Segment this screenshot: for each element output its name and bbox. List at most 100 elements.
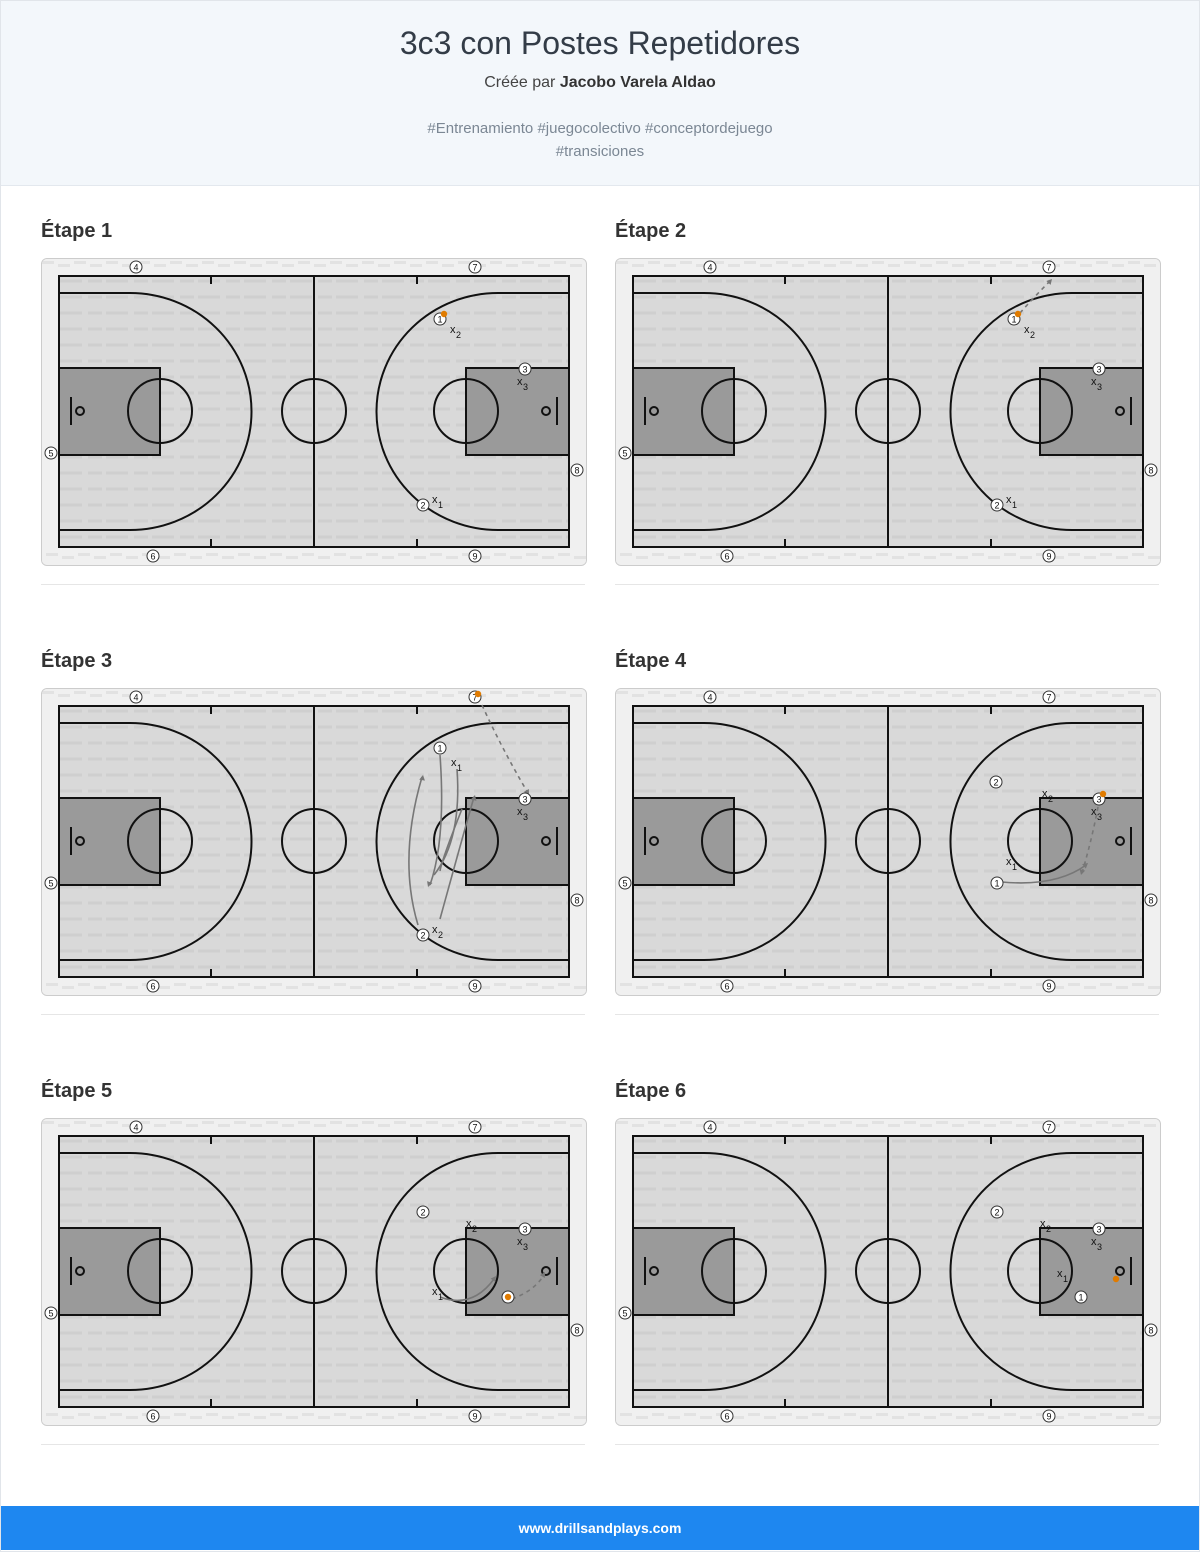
right-key xyxy=(465,1227,570,1316)
center-circle xyxy=(281,808,347,874)
floor-texture xyxy=(122,1124,134,1127)
defender-label: x xyxy=(517,376,523,388)
left-rim xyxy=(649,1266,659,1276)
floor-texture xyxy=(398,553,410,556)
tags-line-2[interactable]: #transiciones xyxy=(555,143,645,160)
floor-texture xyxy=(126,556,138,559)
floor-texture xyxy=(254,556,266,559)
floor-texture xyxy=(106,1121,118,1124)
post-marker xyxy=(1042,549,1056,563)
post-label: 5 xyxy=(622,1309,627,1319)
floor-texture xyxy=(202,691,214,694)
floor-texture xyxy=(206,1413,218,1416)
defender-sub: 2 xyxy=(456,330,461,340)
right-rim xyxy=(541,836,551,846)
post-label: 5 xyxy=(622,879,627,889)
defender-label: x xyxy=(432,1286,438,1298)
floor-texture xyxy=(700,1416,712,1419)
floor-texture xyxy=(190,1416,202,1419)
floor-texture xyxy=(936,1121,948,1124)
defender-label: x xyxy=(517,806,523,818)
left-rim xyxy=(649,406,659,416)
defender-sub: 1 xyxy=(1012,862,1017,872)
site-footer[interactable]: www.drillsandplays.com xyxy=(1,1506,1199,1550)
defender-label: x xyxy=(1006,494,1012,506)
left-ft-circle xyxy=(127,378,193,444)
post-marker xyxy=(44,876,58,890)
floor-texture xyxy=(1116,556,1128,559)
left-key xyxy=(632,797,735,886)
post-marker xyxy=(1144,1323,1158,1337)
floor-texture xyxy=(664,1124,676,1127)
floor-texture xyxy=(58,694,70,697)
floor-texture xyxy=(478,1416,490,1419)
right-three-point-line xyxy=(949,1152,1143,1391)
cut-arrow xyxy=(439,1278,495,1302)
defender-sub: 2 xyxy=(472,1224,477,1234)
floor-texture xyxy=(366,1413,378,1416)
floor-texture xyxy=(202,261,214,264)
floor-texture xyxy=(1112,1124,1124,1127)
floor-texture xyxy=(748,1413,760,1416)
post-label: 8 xyxy=(1148,896,1153,906)
post-label: 9 xyxy=(472,982,477,992)
floor-texture xyxy=(250,1124,262,1127)
floor-texture xyxy=(696,694,708,697)
post-marker xyxy=(1042,690,1056,704)
post-label: 7 xyxy=(1046,693,1051,703)
floor-texture xyxy=(446,1416,458,1419)
floor-texture xyxy=(318,986,330,989)
floor-texture xyxy=(1132,983,1144,986)
defender-sub: 1 xyxy=(1012,500,1017,510)
floor-texture xyxy=(334,1413,346,1416)
footer-link[interactable]: www.drillsandplays.com xyxy=(518,1520,682,1536)
tags-line-1[interactable]: #Entrenamiento #juegocolectivo #concepto… xyxy=(427,120,773,137)
floor-texture xyxy=(1004,1413,1016,1416)
right-ft-circle xyxy=(1007,808,1073,874)
floor-texture xyxy=(346,694,358,697)
right-key xyxy=(1039,367,1144,456)
step-title: Étape 2 xyxy=(615,220,687,242)
floor-texture xyxy=(888,1124,900,1127)
floor-texture xyxy=(558,1413,570,1416)
defender-sub: 2 xyxy=(1046,1224,1051,1234)
defender-label: x xyxy=(432,494,438,506)
floor-texture xyxy=(920,694,932,697)
floor-texture xyxy=(1036,553,1048,556)
floor-texture xyxy=(1032,691,1044,694)
floor-texture xyxy=(808,261,820,264)
left-key xyxy=(58,797,161,886)
floor-texture xyxy=(574,1416,586,1419)
floor-texture xyxy=(908,553,920,556)
floor-texture xyxy=(856,694,868,697)
floor-texture xyxy=(684,1413,696,1416)
floor-texture xyxy=(856,264,868,267)
floor-texture xyxy=(876,1413,888,1416)
floor-texture xyxy=(554,1121,566,1124)
floor-texture xyxy=(282,1124,294,1127)
floor-texture xyxy=(748,553,760,556)
floor-texture xyxy=(302,553,314,556)
floor-texture xyxy=(1116,1416,1128,1419)
floor-texture xyxy=(218,264,230,267)
floor-texture xyxy=(956,1416,968,1419)
floor-texture xyxy=(282,694,294,697)
post-marker xyxy=(720,979,734,993)
floor-texture xyxy=(206,553,218,556)
floor-texture xyxy=(74,691,86,694)
post-marker xyxy=(570,463,584,477)
floor-texture xyxy=(42,691,54,694)
offense-player-label: 3 xyxy=(1096,1225,1101,1235)
floor-texture xyxy=(250,264,262,267)
floor-texture xyxy=(426,691,438,694)
floor-texture xyxy=(154,264,166,267)
defender-label: x xyxy=(1006,856,1012,868)
post-label: 6 xyxy=(724,552,729,562)
post-marker xyxy=(468,549,482,563)
floor-texture xyxy=(860,986,872,989)
floor-texture xyxy=(110,553,122,556)
